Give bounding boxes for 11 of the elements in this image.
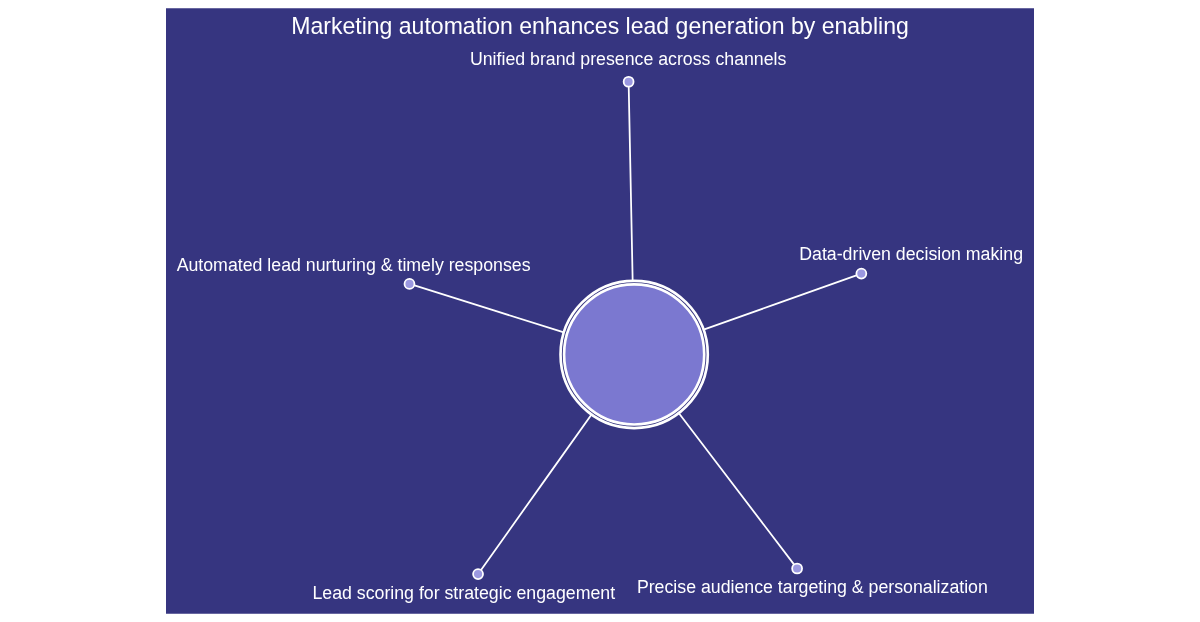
node-text: Automated lead nurturing & timely responses: [176, 254, 531, 275]
node-text: Unified brand presence across channels: [469, 48, 787, 69]
connector: [403, 278, 565, 334]
node-text: Data-driven decision making: [799, 244, 1024, 265]
connector: [472, 413, 593, 580]
node-text: Precise audience targeting & personalization: [636, 576, 988, 597]
connector: [702, 267, 868, 331]
connector: [678, 412, 803, 575]
diagram-title: Marketing automation enhances lead generation by enabling: [291, 12, 909, 39]
connector: [622, 75, 635, 282]
node-text: Lead scoring for strategic engagement: [312, 582, 616, 603]
